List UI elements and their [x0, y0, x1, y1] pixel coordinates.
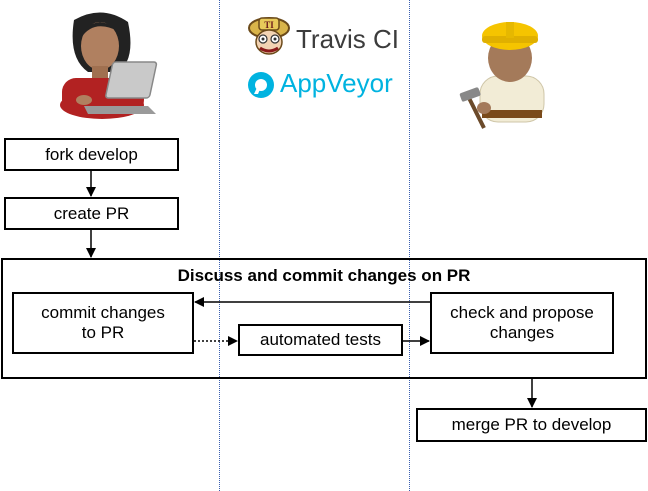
discuss-container: Discuss and commit changes on PR: [1, 258, 647, 379]
lane-divider-right: [409, 0, 410, 491]
travis-logo-text: Travis CI: [296, 24, 400, 54]
check-propose-step: check and propose changes: [430, 292, 614, 354]
travis-mascot-icon: TI: [248, 17, 290, 55]
lane-divider-left: [219, 0, 220, 491]
discuss-title: Discuss and commit changes on PR: [177, 266, 471, 285]
appveyor-logo-text: AppVeyor: [280, 68, 393, 98]
appveyor-icon: [248, 72, 274, 98]
builder-with-hardhat-icon: [459, 22, 545, 129]
developer-with-laptop-icon: [60, 12, 158, 119]
fork-develop-step: fork develop: [4, 138, 179, 171]
commit-changes-step: commit changes to PR: [12, 292, 194, 354]
create-pr-step: create PR: [4, 197, 179, 230]
svg-text:TI: TI: [264, 20, 274, 30]
merge-pr-step: merge PR to develop: [416, 408, 647, 442]
automated-tests-step: automated tests: [238, 324, 403, 356]
